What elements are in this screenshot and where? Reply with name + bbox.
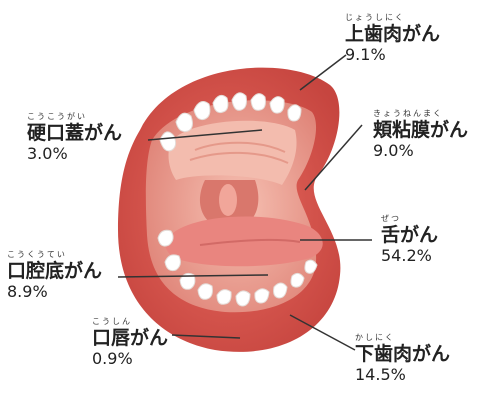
- ruby-lower-gum: かしにく: [355, 333, 395, 342]
- leader-lower-gum: [289, 314, 356, 351]
- ruby-buccal: きょうねんまく: [373, 109, 443, 118]
- ruby-hard-palate: こうこうがい: [27, 112, 87, 121]
- value-upper-gum: 9.1%: [345, 45, 386, 64]
- ruby-tongue: ぜつ: [381, 214, 401, 223]
- label-hard-palate: こうこうがい 硬口蓋がん 3.0%: [27, 113, 122, 162]
- value-hard-palate: 3.0%: [27, 144, 68, 163]
- value-floor: 8.9%: [7, 282, 48, 301]
- label-tongue: ぜつ 舌がん 54.2%: [381, 215, 438, 264]
- label-lower-gum: かしにく 下歯肉がん 14.5%: [355, 334, 450, 383]
- leader-hard-palate: [147, 129, 263, 141]
- value-buccal: 9.0%: [373, 141, 414, 160]
- label-floor: こうくうてい 口腔底がん 8.9%: [7, 251, 102, 300]
- label-upper-gum: じょうしにく 上歯肉がん 9.1%: [345, 14, 440, 63]
- name-upper-gum: 上歯肉がん: [345, 23, 441, 45]
- ruby-floor: こうくうてい: [7, 250, 67, 259]
- label-lip: こうしん 口唇がん 0.9%: [92, 318, 168, 367]
- leader-floor: [117, 274, 269, 278]
- value-tongue: 54.2%: [381, 246, 432, 265]
- upper-teeth: [159, 92, 302, 152]
- value-lower-gum: 14.5%: [355, 365, 406, 384]
- name-buccal: 頬粘膜がん: [373, 119, 469, 141]
- leader-upper-gum: [299, 54, 347, 91]
- name-lip: 口唇がん: [92, 327, 169, 349]
- name-lower-gum: 下歯肉がん: [355, 343, 451, 365]
- leader-buccal: [304, 124, 363, 191]
- ruby-upper-gum: じょうしにく: [345, 13, 405, 22]
- name-tongue: 舌がん: [381, 224, 439, 246]
- name-floor: 口腔底がん: [7, 260, 103, 282]
- lower-teeth: [157, 229, 318, 307]
- label-buccal: きょうねんまく 頬粘膜がん 9.0%: [373, 110, 468, 159]
- leader-lip: [171, 334, 241, 339]
- name-hard-palate: 硬口蓋がん: [27, 122, 123, 144]
- ruby-lip: こうしん: [92, 317, 132, 326]
- uvula: [219, 184, 237, 216]
- value-lip: 0.9%: [92, 349, 133, 368]
- leader-lines: [117, 54, 372, 351]
